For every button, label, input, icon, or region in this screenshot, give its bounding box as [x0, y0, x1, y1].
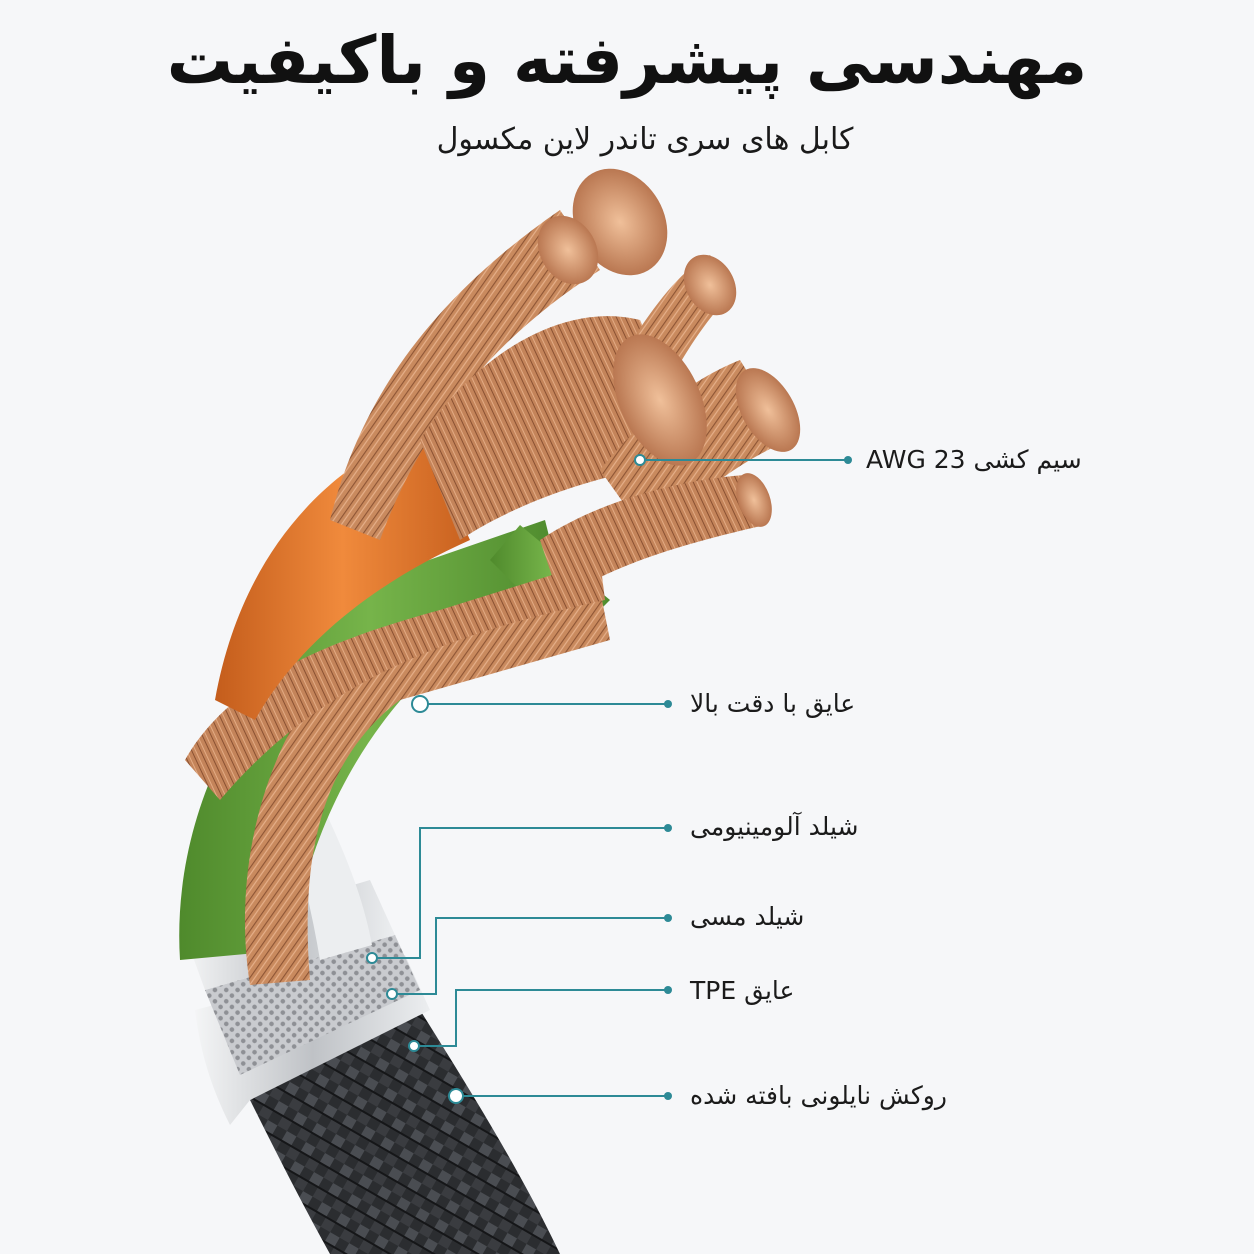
strand-end-top-small — [537, 215, 599, 285]
strand-end-right — [735, 368, 801, 452]
copper-shield-mesh — [205, 935, 420, 1075]
strand-end-center — [613, 334, 707, 466]
orange-insulated-wire — [215, 430, 470, 720]
callout-aluminum-shield: شیلد آلومینیومی — [690, 812, 859, 841]
copper-band-back — [185, 560, 605, 800]
braided-jacket — [250, 1010, 560, 1254]
strand-end-thin — [683, 254, 737, 316]
leader-lines — [372, 459, 848, 1097]
leader-dots — [664, 456, 852, 1100]
copper-strand-bundle-lower — [540, 475, 765, 600]
anchor-dots — [366, 454, 646, 1104]
page-subtitle: کابل های سری تاندر لاین مکسول — [436, 122, 854, 157]
strand-end-lower — [736, 473, 772, 527]
callout-insulation: عایق با دقت بالا — [690, 689, 856, 718]
callout-jacket: روکش نایلونی بافته شده — [690, 1081, 947, 1110]
callout-tpe: عایق TPE — [690, 976, 795, 1005]
callout-conductor: سیم کشی 23 AWG — [866, 445, 1082, 474]
copper-strand-bundle-left — [330, 210, 600, 540]
page-title: مهندسی پیشرفته و باکیفیت — [166, 22, 1088, 99]
callout-copper-shield: شیلد مسی — [690, 902, 805, 931]
